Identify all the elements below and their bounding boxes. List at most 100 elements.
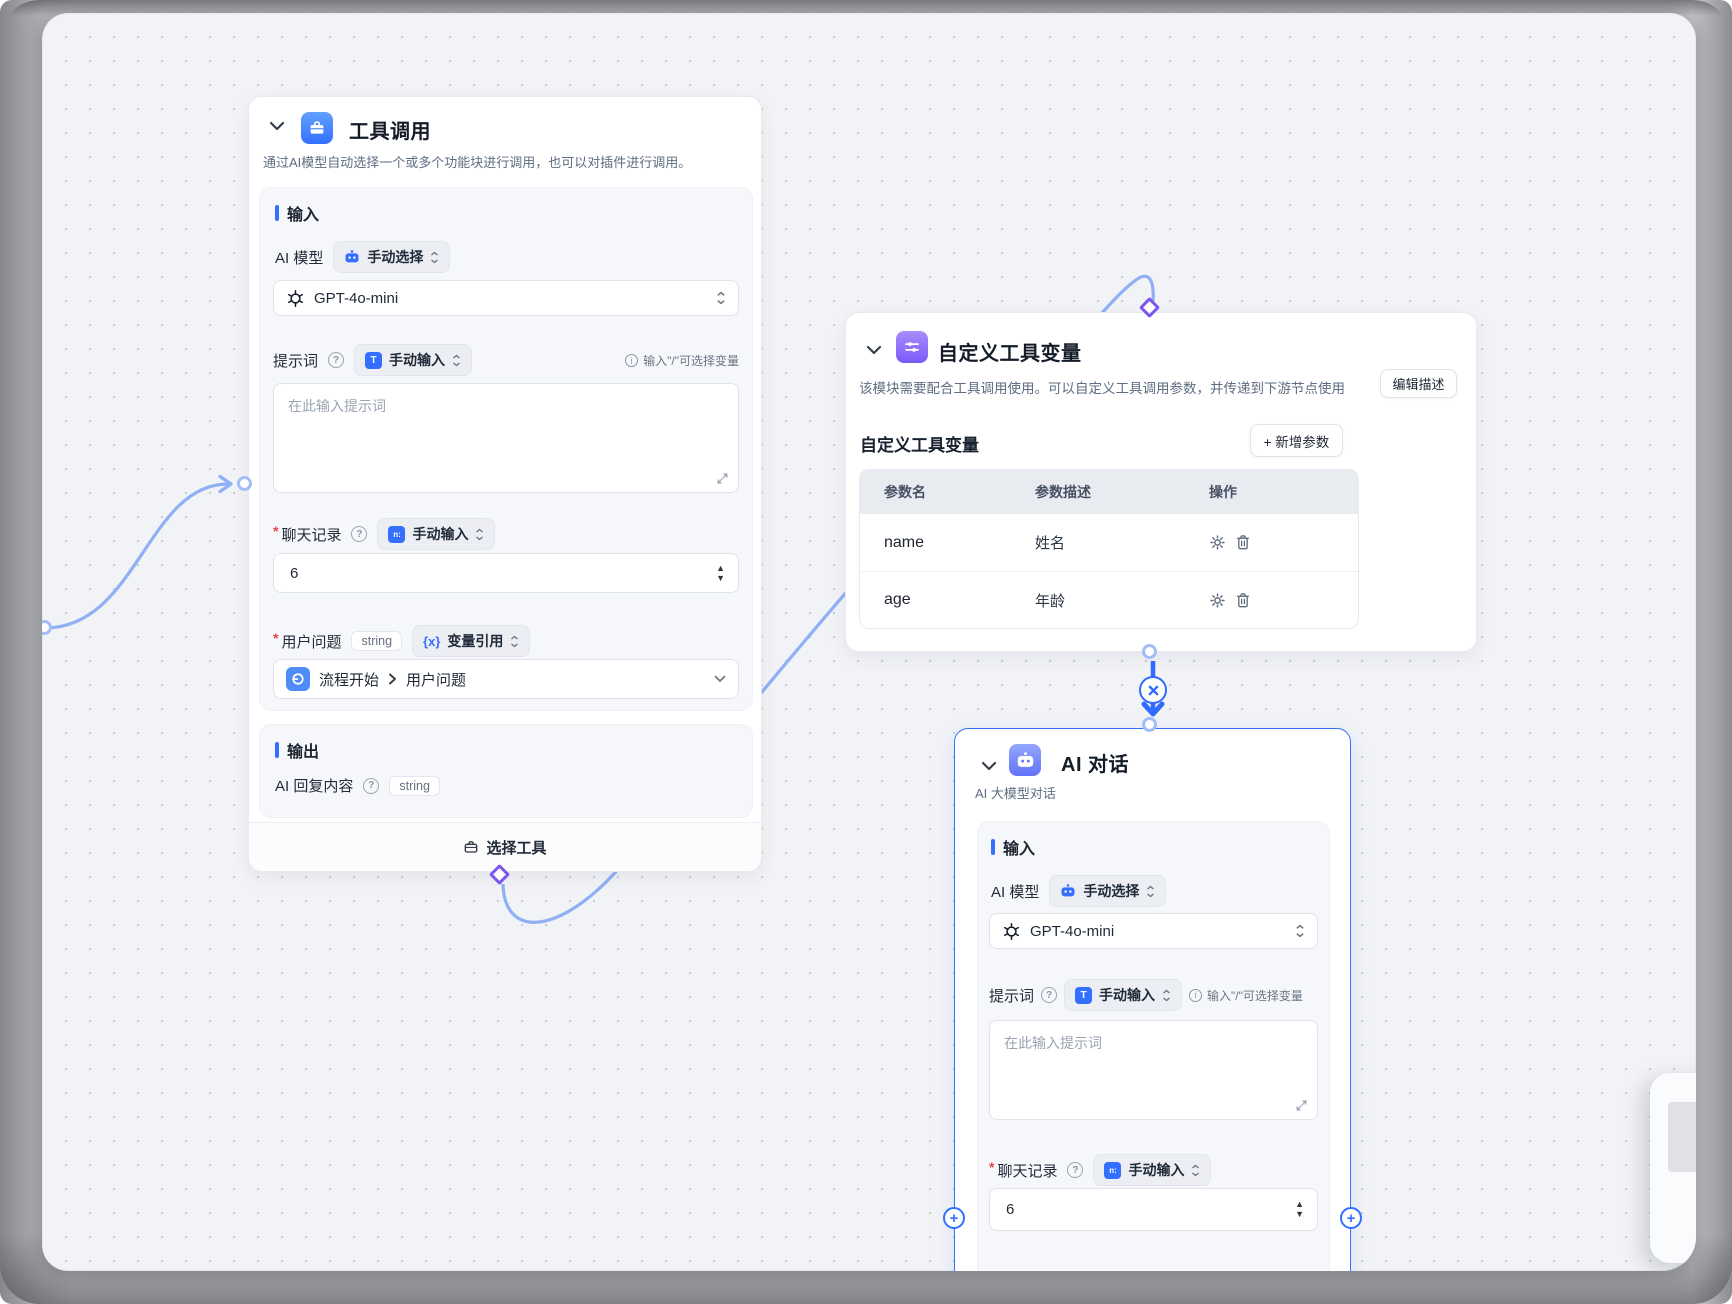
flow-canvas[interactable]: 工具调用 通过AI模型自动选择一个或多个功能块进行调用，也可以对插件进行调用。 … — [42, 13, 1696, 1271]
vars-section-title: 自定义工具变量 — [860, 436, 979, 455]
prompt-mode-dropdown[interactable]: T 手动输入 — [1064, 979, 1183, 1011]
updown-caret-icon — [1147, 885, 1155, 897]
model-mode-label: 手动选择 — [1083, 883, 1140, 899]
prompt-mode-label: 手动输入 — [1099, 987, 1156, 1003]
step-up-icon[interactable]: ▲ — [716, 562, 725, 573]
ai-chat-top-handle[interactable] — [1142, 717, 1157, 732]
step-down-icon[interactable]: ▼ — [716, 572, 725, 583]
heading-text: 输入 — [287, 207, 320, 224]
user-question-label: 用户问题 — [281, 633, 342, 651]
variable-hint-text: 输入"/"可选择变量 — [643, 354, 739, 368]
output-label: AI 回复内容 — [275, 778, 354, 795]
updown-caret-icon — [476, 528, 484, 540]
expand-icon[interactable] — [716, 472, 729, 485]
param-name: name — [884, 533, 925, 551]
heading-bar — [991, 839, 995, 855]
updown-caret-icon — [717, 291, 725, 305]
step-down-icon[interactable]: ▼ — [1295, 1209, 1304, 1219]
variable-ref-select[interactable]: 流程开始 用户问题 — [273, 659, 739, 699]
history-mode-label: 手动输入 — [1128, 1162, 1185, 1178]
info-icon: i — [625, 354, 639, 367]
variable-hint-text: 输入"/"可选择变量 — [1207, 988, 1303, 1003]
prompt-mode-dropdown[interactable]: T 手动输入 — [354, 344, 473, 376]
history-mode-dropdown[interactable]: n: 手动输入 — [1093, 1154, 1212, 1186]
type-tag: string — [351, 631, 403, 651]
heading-bar — [275, 742, 279, 758]
variable-ref-icon: {x} — [423, 633, 441, 649]
trash-icon[interactable] — [1235, 534, 1251, 551]
text-input-icon: T — [1075, 986, 1093, 1004]
chat-history-label: 聊天记录 — [997, 1162, 1058, 1180]
heading-bar — [275, 205, 279, 221]
table-header-row: 参数名 参数描述 操作 — [860, 470, 1358, 514]
prompt-label: 提示词 — [273, 352, 319, 370]
output-section-heading: 输出 — [275, 738, 319, 762]
history-count-input[interactable] — [274, 564, 717, 582]
tool-call-input-handle[interactable] — [237, 476, 252, 491]
history-count-input[interactable] — [990, 1201, 1296, 1218]
collapse-chevron-icon[interactable] — [981, 761, 997, 771]
openai-logo-icon — [1004, 922, 1019, 940]
model-mode-dropdown[interactable]: 手动选择 — [333, 241, 451, 273]
prompt-textarea[interactable] — [274, 384, 738, 492]
help-icon[interactable]: ? — [328, 352, 345, 368]
updown-caret-icon — [1296, 924, 1304, 938]
step-up-icon[interactable]: ▲ — [1295, 1199, 1304, 1209]
params-table: 参数名 参数描述 操作 name 姓名 age 年龄 — [859, 469, 1359, 629]
tool-call-node[interactable]: 工具调用 通过AI模型自动选择一个或多个功能块进行调用，也可以对插件进行调用。 … — [248, 96, 762, 872]
number-input-icon: n: — [388, 525, 406, 543]
text-input-icon: T — [365, 351, 383, 369]
expand-icon[interactable] — [1295, 1099, 1308, 1112]
param-name: age — [884, 591, 911, 608]
gear-icon[interactable] — [1209, 592, 1226, 609]
model-mode-dropdown[interactable]: 手动选择 — [1049, 875, 1167, 907]
updown-caret-icon — [1192, 1164, 1200, 1176]
custom-vars-bottom-handle[interactable] — [1142, 644, 1157, 659]
help-icon[interactable]: ? — [1041, 987, 1058, 1003]
prompt-textarea-box — [273, 383, 739, 493]
ai-chat-node[interactable]: AI 对话 AI 大模型对话 输入 AI 模型 手动选择 GPT-4o-mini… — [954, 728, 1351, 1271]
heading-text: 输出 — [287, 744, 320, 761]
history-mode-dropdown[interactable]: n: 手动输入 — [377, 518, 496, 550]
type-tag: string — [389, 775, 440, 796]
add-param-button[interactable]: + 新增参数 — [1250, 424, 1343, 457]
updown-caret-icon — [453, 354, 460, 366]
ai-chat-left-handle[interactable]: + — [943, 1207, 965, 1229]
ai-chat-right-handle[interactable]: + — [1340, 1207, 1362, 1229]
select-tool-button[interactable]: 选择工具 — [249, 822, 761, 871]
node-description: 该模块需要配合工具调用使用。可以自定义工具调用参数，并传递到下游节点使用 — [859, 381, 1345, 396]
flow-start-icon — [286, 667, 310, 691]
custom-vars-node[interactable]: 自定义工具变量 该模块需要配合工具调用使用。可以自定义工具调用参数，并传递到下游… — [845, 312, 1477, 652]
briefcase-outline-icon — [465, 841, 478, 853]
node-title: 工具调用 — [349, 121, 431, 143]
disconnect-edge-button[interactable] — [1139, 676, 1167, 704]
ai-model-label: AI 模型 — [275, 249, 324, 267]
prompt-textarea[interactable] — [990, 1021, 1317, 1119]
stepper-arrows[interactable]: ▲▼ — [1295, 1200, 1304, 1219]
model-select-value: GPT-4o-mini — [314, 289, 399, 307]
model-select[interactable]: GPT-4o-mini — [989, 913, 1318, 949]
gear-icon[interactable] — [1209, 534, 1226, 551]
collapsed-side-panel[interactable] — [1650, 1073, 1696, 1263]
select-tool-label: 选择工具 — [486, 839, 547, 857]
variable-hint: i 输入"/"可选择变量 — [1189, 987, 1303, 1004]
trash-icon[interactable] — [1235, 592, 1251, 609]
edge-source-handle[interactable] — [42, 620, 52, 635]
model-select[interactable]: GPT-4o-mini — [273, 280, 739, 316]
robot-icon — [1061, 884, 1075, 897]
updown-caret-icon — [511, 635, 519, 647]
collapse-chevron-icon[interactable] — [269, 121, 285, 131]
required-marker: * — [273, 630, 279, 646]
help-icon[interactable]: ? — [351, 526, 368, 542]
robot-icon — [1009, 744, 1041, 776]
number-input-icon: n: — [1104, 1161, 1122, 1179]
stepper-arrows[interactable]: ▲▼ — [716, 562, 725, 583]
help-icon[interactable]: ? — [363, 777, 380, 794]
prompt-label: 提示词 — [989, 987, 1035, 1005]
collapse-chevron-icon[interactable] — [866, 345, 882, 355]
node-subtitle: AI 大模型对话 — [975, 786, 1056, 801]
question-mode-dropdown[interactable]: {x} 变量引用 — [412, 625, 531, 657]
node-description: 通过AI模型自动选择一个或多个功能块进行调用，也可以对插件进行调用。 — [263, 155, 692, 170]
help-icon[interactable]: ? — [1067, 1162, 1084, 1178]
edit-desc-button[interactable]: 编辑描述 — [1380, 369, 1457, 398]
